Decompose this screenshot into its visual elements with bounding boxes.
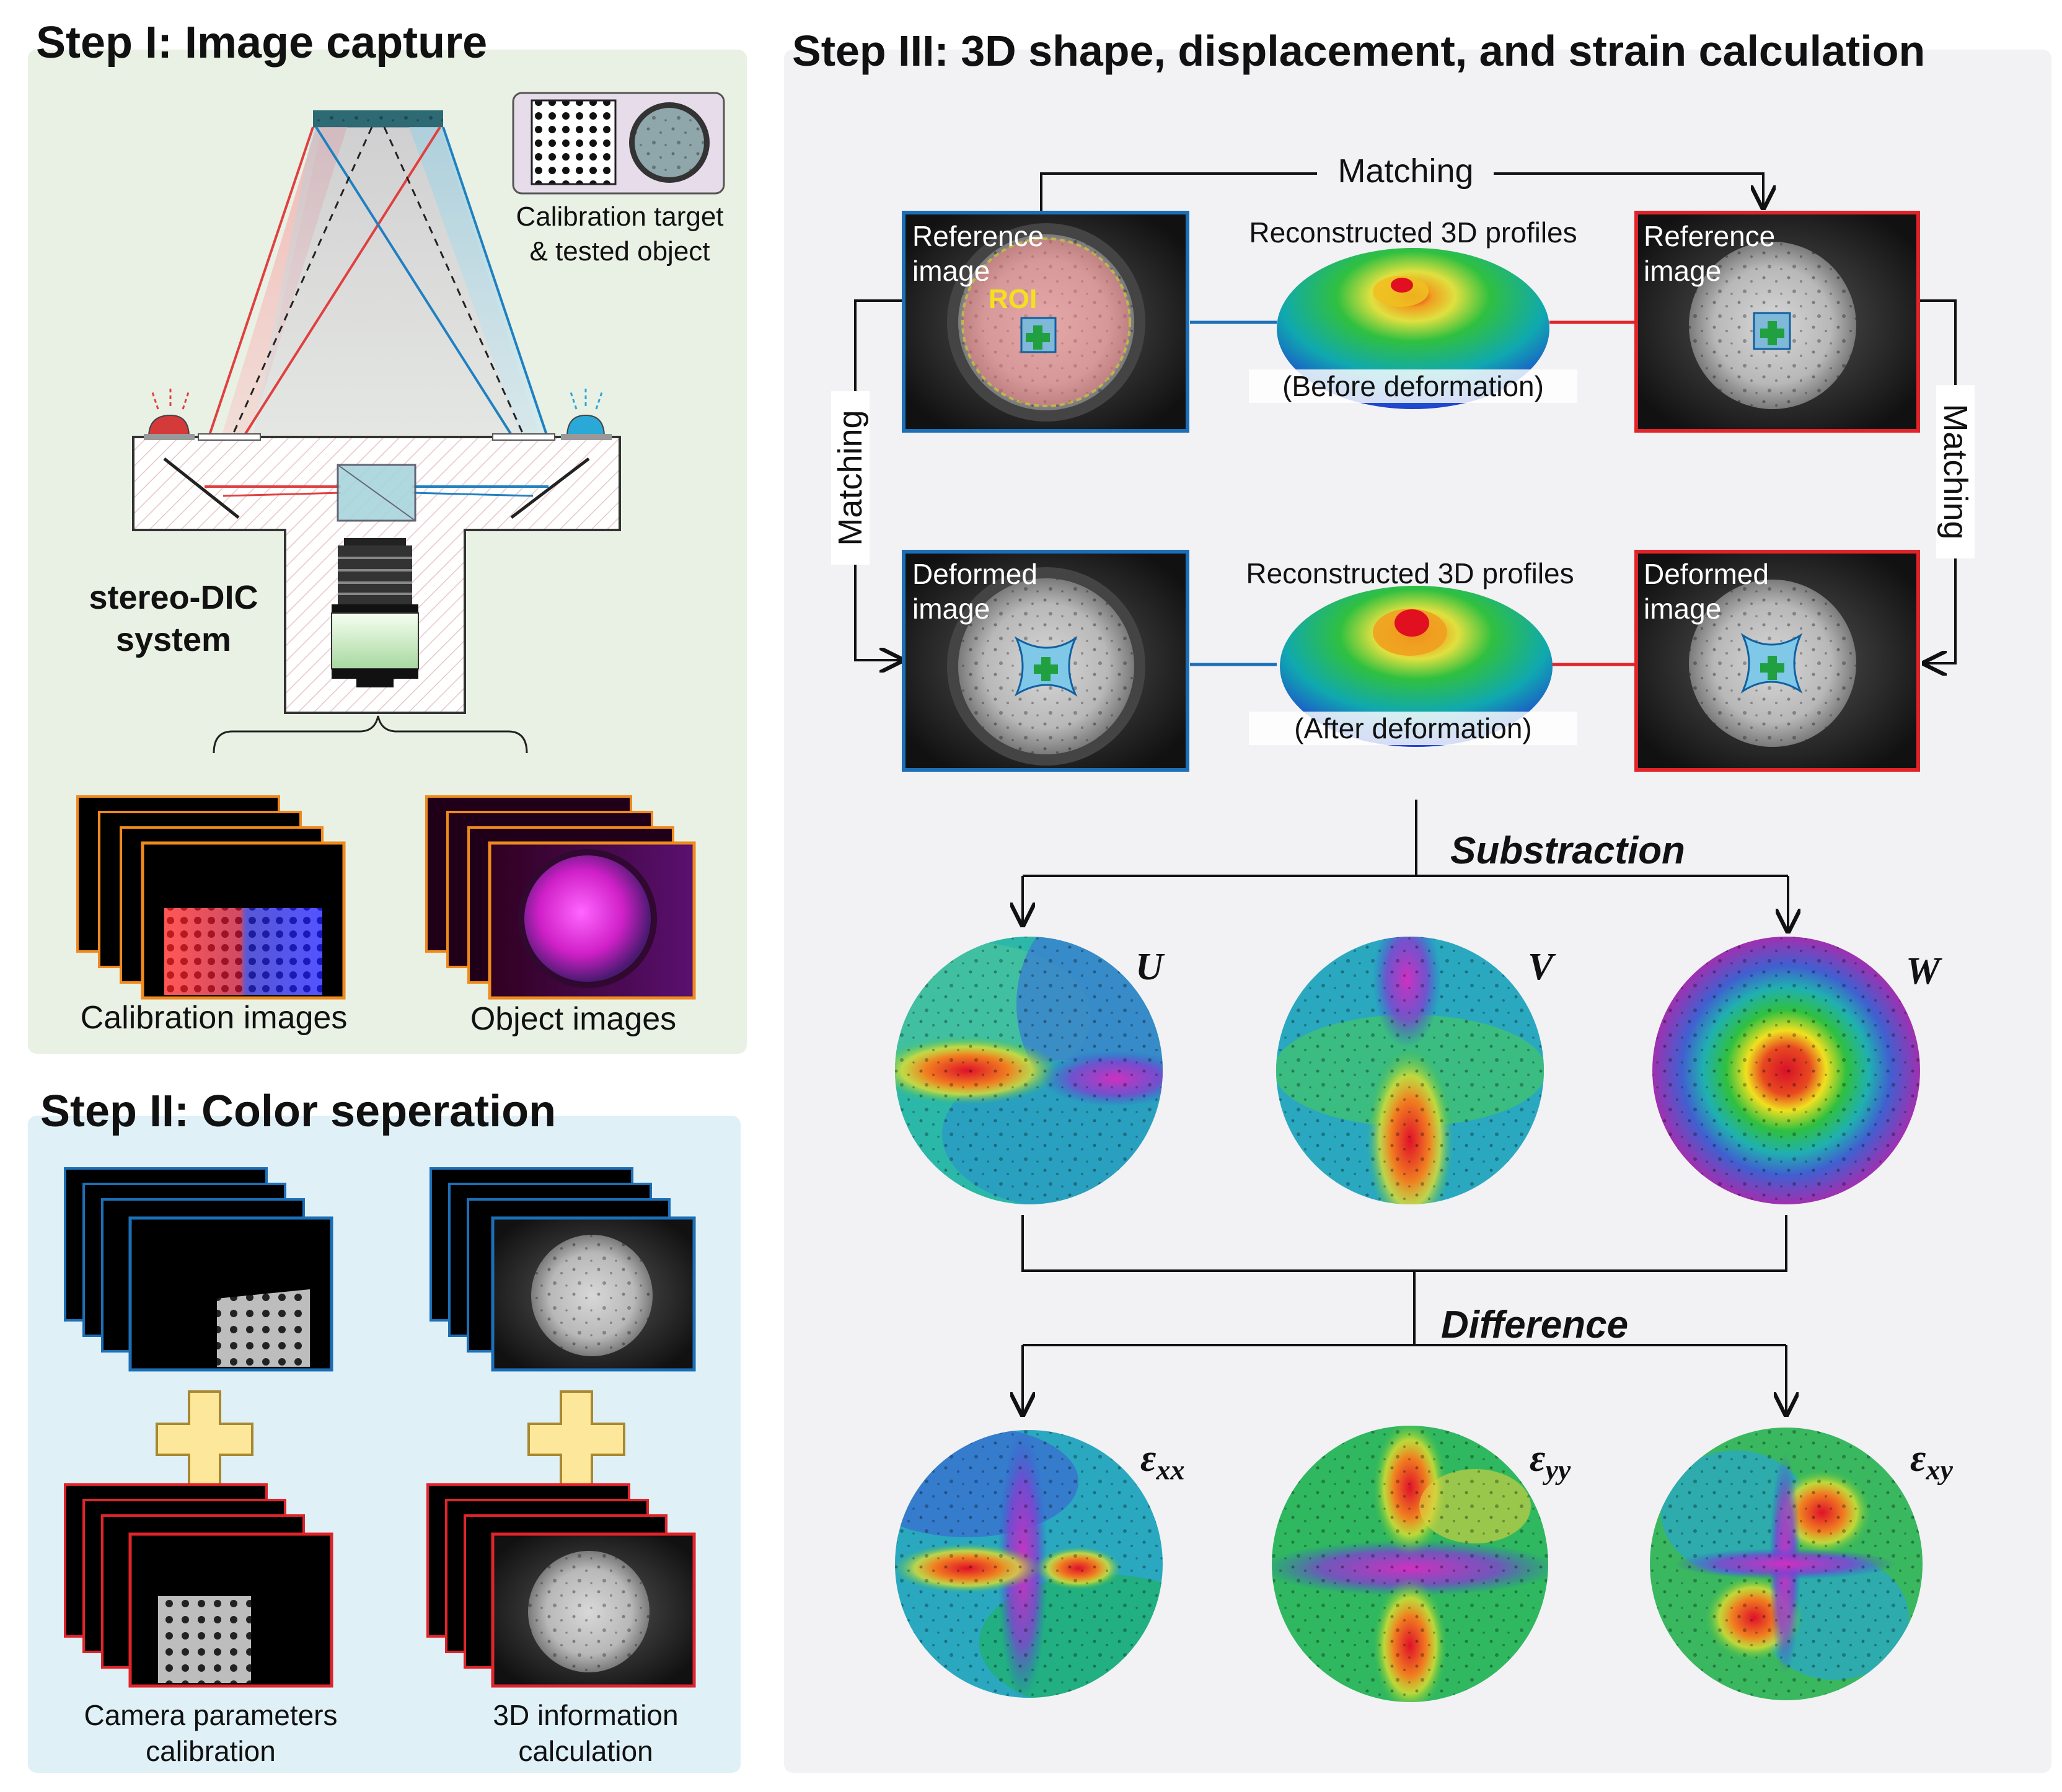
deformed-image-left — [902, 550, 1189, 772]
step2-red-calib-stack — [64, 1483, 333, 1688]
reconstructed-bottom-label: Reconstructed 3D profiles — [1246, 557, 1574, 589]
eyy-field-map — [1272, 1426, 1548, 1702]
calibration-image-stack — [76, 795, 346, 1000]
reconstructed-top-label: Reconstructed 3D profiles — [1249, 216, 1577, 249]
exx-label: εxx — [1140, 1437, 1185, 1486]
matching-top-label: Matching — [1319, 152, 1492, 190]
reference-image-right — [1634, 211, 1920, 433]
matching-left-label: Matching — [831, 391, 870, 565]
exy-label: εxy — [1910, 1437, 1953, 1486]
calibration-target-illustration — [512, 92, 725, 195]
subtraction-label: Substraction — [1450, 829, 1685, 872]
v-field-map — [1276, 937, 1544, 1204]
profile-before — [1277, 248, 1549, 409]
w-field-map — [1652, 937, 1920, 1204]
plus-sign-left — [156, 1390, 253, 1488]
eyy-label: εyy — [1530, 1437, 1571, 1486]
reference-image-left — [902, 211, 1189, 433]
step3-title: Step III: 3D shape, displacement, and st… — [792, 27, 1926, 75]
u-label: U — [1135, 946, 1163, 988]
v-label: V — [1528, 946, 1554, 988]
exy-field-map — [1650, 1428, 1923, 1700]
step1-title: Step I: Image capture — [36, 18, 488, 68]
before-deformation-label: (Before deformation) — [1249, 369, 1577, 403]
subtraction-connectors — [1023, 800, 1788, 931]
difference-label: Difference — [1441, 1304, 1629, 1346]
stereo-dic-schematic — [132, 110, 621, 754]
object-images-label: Object images — [470, 1001, 677, 1037]
deformed-image-left-label: Deformed image — [912, 558, 1038, 625]
roi-label: ROI — [989, 284, 1038, 314]
object-image-stack — [425, 795, 696, 1000]
calibration-target-label: Calibration target & tested object — [516, 201, 724, 267]
step2-blue-calib-stack — [64, 1167, 333, 1372]
stereo-dic-system-label: stereo-DIC system — [89, 579, 258, 658]
step2-blue-object-stack — [430, 1167, 696, 1372]
calibration-images-label: Calibration images — [80, 1000, 348, 1036]
profile-after — [1280, 586, 1553, 747]
reference-image-left-label: Reference image — [912, 220, 1044, 287]
after-deformation-label: (After deformation) — [1249, 712, 1577, 745]
3d-information-label: 3D information calculation — [493, 1699, 679, 1767]
step2-title: Step II: Color seperation — [40, 1087, 557, 1136]
plus-sign-right — [527, 1390, 625, 1488]
exx-field-map — [895, 1430, 1163, 1698]
matching-right-label: Matching — [1936, 385, 1975, 558]
w-label: W — [1906, 950, 1941, 992]
deformed-image-right — [1634, 550, 1920, 772]
u-field-map — [895, 937, 1163, 1204]
camera-parameters-label: Camera parameters calibration — [84, 1699, 338, 1767]
reference-image-right-label: Reference image — [1644, 220, 1776, 287]
difference-connectors — [1023, 1215, 1786, 1415]
deformed-image-right-label: Deformed image — [1644, 558, 1769, 625]
step2-red-object-stack — [426, 1483, 696, 1688]
